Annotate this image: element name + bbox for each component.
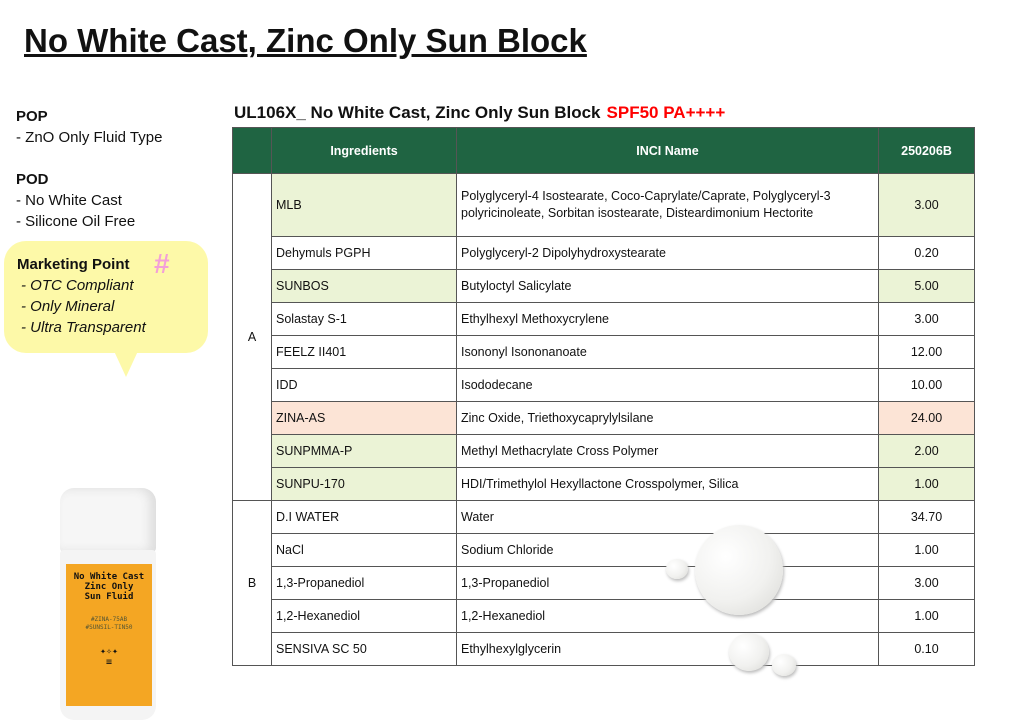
inci-cell: Polyglyceryl-4 Isostearate, Coco-Capryla… <box>456 173 879 237</box>
amount-cell: 0.20 <box>878 236 975 270</box>
cream-droplet-image <box>772 654 796 676</box>
amount-cell: 12.00 <box>878 335 975 369</box>
ingredient-cell: SUNPMMA-P <box>271 434 457 468</box>
ingredient-cell: ZINA-AS <box>271 401 457 435</box>
amount-cell: 1.00 <box>878 533 975 567</box>
page-title: No White Cast, Zinc Only Sun Block <box>24 22 587 59</box>
amount-cell: 10.00 <box>878 368 975 402</box>
label-line: Zinc Only <box>84 582 134 592</box>
ingredient-cell: 1,3-Propanediol <box>271 566 457 600</box>
inci-cell: Ethylhexyl Methoxycrylene <box>456 302 879 336</box>
pod-heading: POD <box>16 171 49 188</box>
inci-cell: Methyl Methacrylate Cross Polymer <box>456 434 879 468</box>
marketing-item: - OTC Compliant <box>21 277 134 294</box>
label-tag: #SUNSIL-TIN50 <box>85 624 133 631</box>
ingredient-cell: 1,2-Hexanediol <box>271 599 457 633</box>
inci-cell: 1,2-Hexanediol <box>456 599 879 633</box>
inci-header: INCI Name <box>456 127 879 174</box>
ingredient-cell: D.I WATER <box>271 500 457 534</box>
amount-cell: 24.00 <box>878 401 975 435</box>
pop-section: POP - ZnO Only Fluid Type <box>16 106 162 148</box>
marketing-heading: Marketing Point <box>17 256 130 273</box>
ingredient-cell: SUNPU-170 <box>271 467 457 501</box>
ingredient-cell: Dehymuls PGPH <box>271 236 457 270</box>
amount-cell: 1.00 <box>878 467 975 501</box>
pop-item: - ZnO Only Fluid Type <box>16 129 163 146</box>
inci-cell: HDI/Trimethylol Hexyllactone Crosspolyme… <box>456 467 879 501</box>
inci-cell: Ethylhexylglycerin <box>456 632 879 666</box>
batch-header: 250206B <box>878 127 975 174</box>
pod-item: - No White Cast <box>16 192 122 209</box>
amount-cell: 34.70 <box>878 500 975 534</box>
amount-cell: 2.00 <box>878 434 975 468</box>
pop-heading: POP <box>16 108 48 125</box>
amount-cell: 1.00 <box>878 599 975 633</box>
marketing-point: Marketing Point - OTC Compliant - Only M… <box>17 254 146 338</box>
ingredient-cell: SUNBOS <box>271 269 457 303</box>
cream-droplet-image <box>729 633 769 671</box>
inci-cell: Isododecane <box>456 368 879 402</box>
marketing-item: - Ultra Transparent <box>21 319 146 336</box>
ingredient-cell: FEELZ II401 <box>271 335 457 369</box>
ingredient-cell: NaCl <box>271 533 457 567</box>
pod-item: - Silicone Oil Free <box>16 213 136 230</box>
bottle-cap <box>60 488 156 552</box>
label-line: No White Cast <box>73 572 145 582</box>
amount-cell: 0.10 <box>878 632 975 666</box>
inci-cell: Isononyl Isononanoate <box>456 335 879 369</box>
crown-logo-icon: ✦✧✦≡ <box>99 646 119 668</box>
marketing-speech-bubble <box>4 241 208 377</box>
marketing-item: - Only Mineral <box>21 298 115 315</box>
inci-cell: Water <box>456 500 879 534</box>
inci-cell: Zinc Oxide, Triethoxycaprylylsilane <box>456 401 879 435</box>
ingredients-header: Ingredients <box>271 127 457 174</box>
inci-cell: Butyloctyl Salicylate <box>456 269 879 303</box>
amount-cell: 3.00 <box>878 566 975 600</box>
cream-droplet-image <box>666 559 688 579</box>
inci-cell: Sodium Chloride <box>456 533 879 567</box>
pod-section: POD - No White Cast - Silicone Oil Free <box>16 169 135 232</box>
cream-droplet-image <box>695 525 783 615</box>
inci-cell: Polyglyceryl-2 Dipolyhydroxystearate <box>456 236 879 270</box>
amount-cell: 3.00 <box>878 173 975 237</box>
ingredient-cell: IDD <box>271 368 457 402</box>
ingredient-cell: MLB <box>271 173 457 237</box>
label-tag: #ZINA-75AB <box>90 616 128 623</box>
phase-cell: A <box>232 173 272 501</box>
spf-rating: SPF50 PA++++ <box>606 103 726 122</box>
table-title: UL106X_ No White Cast, Zinc Only Sun Blo… <box>234 103 725 123</box>
hashtag-icon: # <box>154 248 170 279</box>
phase-header <box>232 127 272 174</box>
amount-cell: 5.00 <box>878 269 975 303</box>
ingredient-cell: Solastay S-1 <box>271 302 457 336</box>
ingredient-cell: SENSIVA SC 50 <box>271 632 457 666</box>
label-line: Sun Fluid <box>84 592 134 602</box>
formula-title: UL106X_ No White Cast, Zinc Only Sun Blo… <box>234 103 601 122</box>
amount-cell: 3.00 <box>878 302 975 336</box>
phase-cell: B <box>232 500 272 666</box>
